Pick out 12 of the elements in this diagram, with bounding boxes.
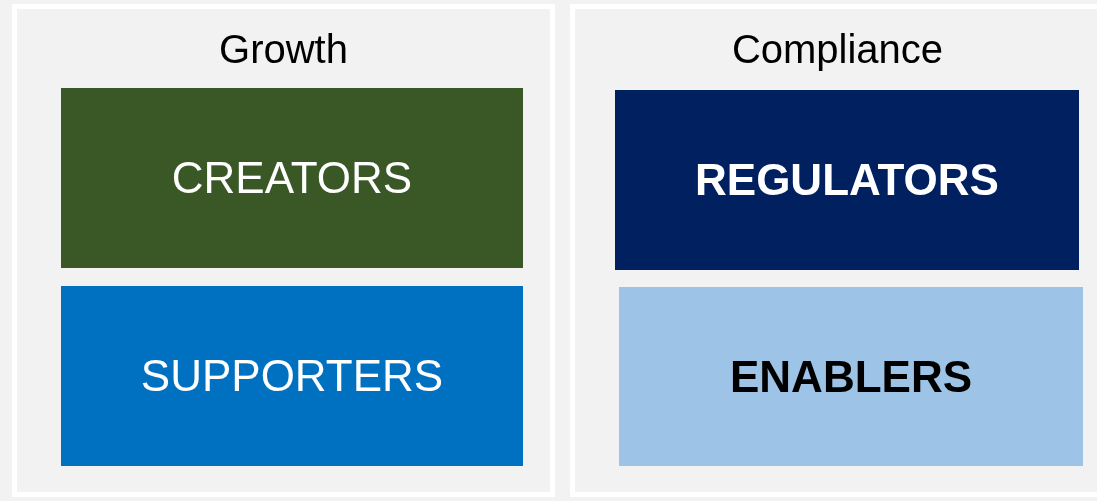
category-label: SUPPORTERS [139, 351, 445, 401]
category-label: ENABLERS [729, 351, 973, 402]
panel-heading: Compliance [730, 27, 945, 72]
group-panel [12, 4, 555, 497]
category-box [619, 287, 1083, 466]
category-label: CREATORS [170, 153, 414, 203]
category-box [615, 90, 1079, 270]
group-panel [570, 4, 1097, 497]
panel-heading: Growth [218, 27, 349, 72]
category-label: REGULATORS [694, 155, 1000, 205]
category-box [61, 88, 523, 268]
category-box [61, 286, 523, 466]
